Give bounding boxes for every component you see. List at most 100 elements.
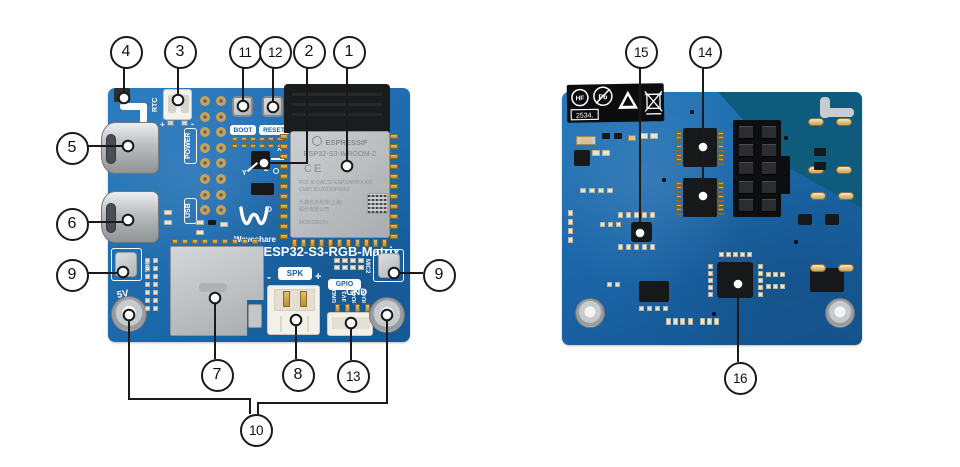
th-pad bbox=[216, 127, 226, 138]
sd-slot-tab bbox=[248, 304, 262, 328]
th-pad bbox=[200, 174, 210, 184]
dot-2 bbox=[257, 156, 271, 170]
smd-pad bbox=[145, 266, 150, 271]
smd-pad bbox=[145, 306, 150, 311]
spk-plus: + bbox=[315, 271, 322, 283]
sd-pin bbox=[232, 239, 238, 244]
module-model: ESP32-S3-WROOM-2 bbox=[303, 151, 377, 158]
smd-component bbox=[208, 220, 216, 225]
sd-pin bbox=[212, 239, 218, 244]
ic-pin bbox=[718, 154, 724, 157]
dot-14a bbox=[696, 140, 710, 154]
smd-pad bbox=[600, 222, 605, 227]
ic-pin bbox=[676, 199, 682, 203]
spk-connector[interactable] bbox=[267, 285, 320, 335]
smd-pad bbox=[733, 252, 738, 257]
ic-pin bbox=[676, 149, 682, 153]
socket-hole bbox=[762, 126, 776, 139]
ic-pin bbox=[718, 190, 724, 194]
smd-pad bbox=[766, 272, 771, 277]
oval-pad bbox=[810, 264, 826, 272]
gpio-pin bbox=[365, 304, 370, 312]
callout-12: 12 bbox=[258, 35, 292, 69]
jumper-component bbox=[814, 148, 826, 156]
callout-5: 5 bbox=[55, 131, 89, 165]
sd-slot-detent bbox=[199, 283, 227, 292]
ic-pin bbox=[718, 199, 724, 203]
smd-pad bbox=[153, 306, 158, 311]
socket-hole bbox=[739, 180, 753, 194]
dot-5 bbox=[121, 139, 135, 153]
smd-pad bbox=[250, 137, 256, 141]
dot-15 bbox=[633, 226, 647, 240]
module-pin bbox=[337, 239, 342, 247]
reset-silk-label: RESET bbox=[259, 125, 289, 135]
spk-seam2 bbox=[307, 316, 309, 332]
leader-10a bbox=[128, 315, 251, 414]
ic-pin bbox=[676, 212, 682, 216]
module-pin bbox=[390, 214, 398, 219]
sd-pin bbox=[252, 239, 258, 244]
ic-pin bbox=[718, 212, 724, 216]
imu-z-dot bbox=[273, 168, 279, 174]
ic-pin bbox=[676, 190, 682, 194]
smd-pad bbox=[259, 144, 265, 148]
module-pin bbox=[292, 239, 297, 247]
smd-pad bbox=[647, 306, 652, 311]
rtc-pin2 bbox=[181, 120, 188, 126]
th-pad bbox=[216, 158, 226, 169]
oval-pad bbox=[836, 118, 852, 126]
smd-pad bbox=[708, 278, 713, 283]
via bbox=[712, 312, 716, 316]
module-pin bbox=[280, 164, 288, 169]
usb-c-usb-port[interactable] bbox=[101, 191, 159, 243]
imu-axis-y: Y bbox=[242, 170, 247, 177]
header-socket-tab bbox=[781, 156, 790, 194]
smd-pad bbox=[642, 244, 647, 250]
module-pin bbox=[390, 174, 398, 179]
leader-2 bbox=[264, 64, 308, 164]
smd-pad bbox=[145, 258, 150, 263]
sd-pin bbox=[242, 239, 248, 244]
smd-pad bbox=[153, 258, 158, 263]
smd-pad bbox=[626, 244, 631, 250]
smd-pad bbox=[568, 219, 573, 225]
smd-pad bbox=[342, 258, 348, 263]
smd-pad bbox=[708, 285, 713, 290]
smd-pad bbox=[663, 306, 668, 311]
smd-pad bbox=[615, 282, 620, 287]
callout-10: 10 bbox=[239, 413, 273, 447]
espressif-logo-icon bbox=[312, 136, 323, 146]
callout-9-left: 9 bbox=[55, 258, 89, 292]
smd-pad bbox=[145, 290, 150, 295]
module-cert-line2: CMIIT ID:2022DP8363 bbox=[299, 187, 350, 193]
module-part-code: MCN32R16V bbox=[299, 220, 329, 226]
module-pin bbox=[301, 239, 306, 247]
smd-pad bbox=[153, 266, 158, 271]
module-pin bbox=[382, 239, 387, 247]
board-title-silkscreen: ESP32-S3-RGB-Matrix bbox=[263, 244, 400, 259]
module-pin bbox=[280, 214, 288, 219]
smd-pad bbox=[618, 212, 623, 218]
corner-silk-mark-r2 bbox=[820, 108, 854, 117]
dot-1 bbox=[340, 159, 354, 173]
corner-silk-mark-r bbox=[820, 97, 830, 118]
smd-component bbox=[592, 150, 600, 156]
imu-arrow-x bbox=[271, 158, 284, 160]
hf-icon bbox=[571, 88, 589, 107]
smd-pad bbox=[358, 265, 364, 270]
smd-pad bbox=[568, 237, 573, 243]
socket-hole bbox=[762, 198, 776, 212]
smd-pad bbox=[707, 318, 712, 325]
module-pin bbox=[280, 204, 288, 209]
sot23-2 bbox=[825, 214, 839, 225]
callout-3: 3 bbox=[163, 35, 197, 69]
module-pin bbox=[390, 134, 398, 139]
module-pin bbox=[280, 234, 288, 239]
corner-silk-mark-v bbox=[140, 103, 147, 126]
pb-text: Pb bbox=[598, 94, 607, 101]
module-pin bbox=[280, 144, 288, 149]
smd-pad bbox=[766, 284, 771, 289]
th-pad bbox=[200, 111, 210, 122]
usb-c-power-opening bbox=[106, 134, 116, 164]
